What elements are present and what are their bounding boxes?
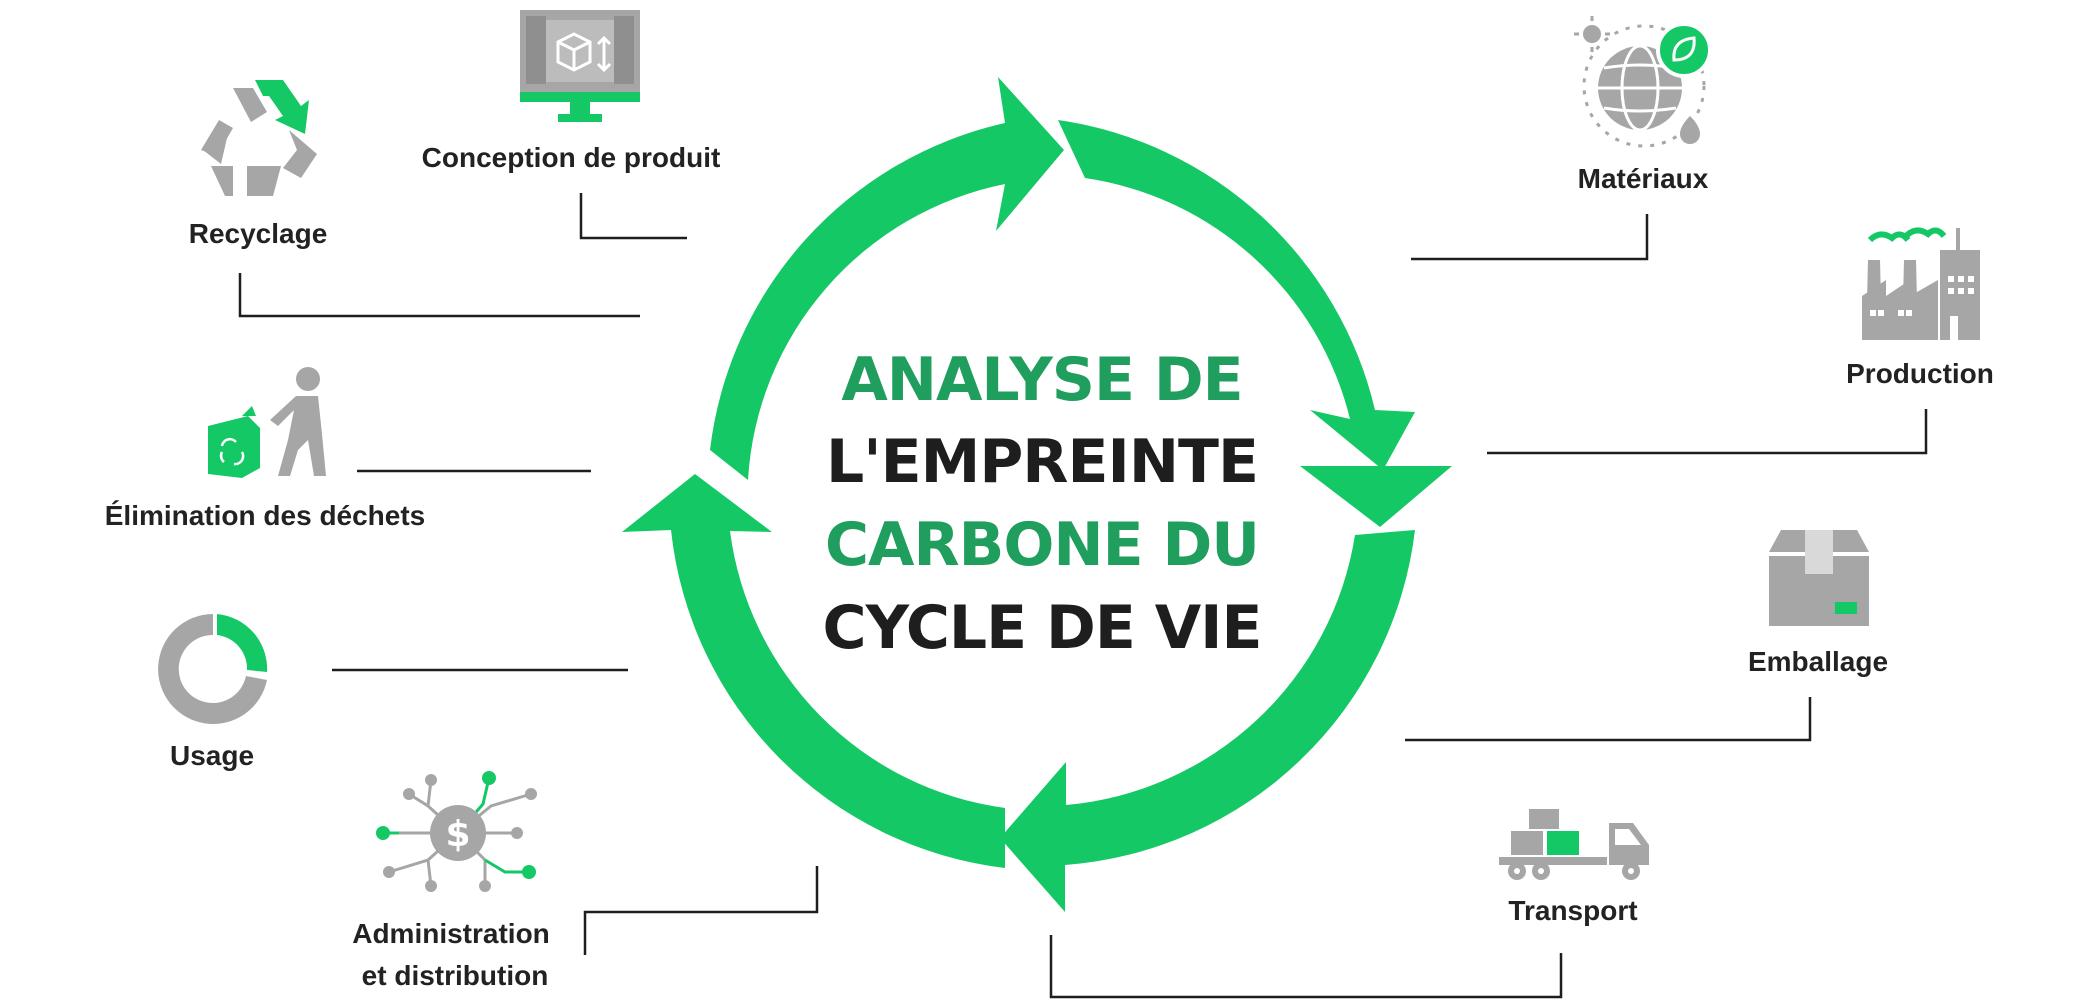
svg-text:$: $	[445, 814, 470, 855]
dollar-network-icon: $	[376, 771, 537, 892]
person-with-trash-bag-icon	[208, 367, 326, 478]
arrow-left	[622, 474, 1005, 868]
title-line-4: CYCLE DE VIE	[822, 593, 1263, 663]
label-emballage: Emballage	[1747, 646, 1889, 677]
label-transport: Transport	[1508, 895, 1638, 926]
connector-transport	[1049, 935, 1563, 999]
arrow-right-head	[1300, 466, 1452, 527]
label-materiaux: Matériaux	[1577, 163, 1709, 194]
label-production: Production	[1846, 358, 1994, 389]
label-conception: Conception de produit	[421, 142, 721, 173]
factory-icon	[1862, 227, 1980, 340]
arrow-top	[710, 77, 1064, 480]
title-line-3: CARBONE DU	[824, 510, 1260, 580]
label-administration-line1: Administration	[352, 918, 550, 949]
globe-leaf-icon	[1574, 16, 1712, 148]
arrow-bottom	[1000, 530, 1415, 912]
connector-materiaux	[1411, 214, 1649, 261]
label-elimination: Élimination des déchets	[104, 500, 426, 531]
box-icon	[1769, 530, 1869, 626]
connector-recyclage	[238, 273, 640, 318]
title-line-1: ANALYSE DE	[841, 345, 1243, 415]
monitor-3d-design-icon	[520, 10, 640, 122]
connector-production	[1487, 409, 1928, 455]
label-administration-line2: et distribution	[361, 960, 549, 991]
usage-ring-icon	[158, 614, 268, 724]
title-line-2: L'EMPREINTE	[826, 427, 1259, 497]
connector-administration	[583, 866, 819, 955]
label-usage: Usage	[169, 740, 255, 771]
truck-icon	[1499, 809, 1649, 880]
connector-conception	[579, 193, 687, 240]
arrow-right	[1058, 120, 1415, 470]
recycle-icon	[201, 80, 317, 196]
connector-emballage	[1405, 697, 1812, 742]
label-recyclage: Recyclage	[188, 218, 328, 249]
